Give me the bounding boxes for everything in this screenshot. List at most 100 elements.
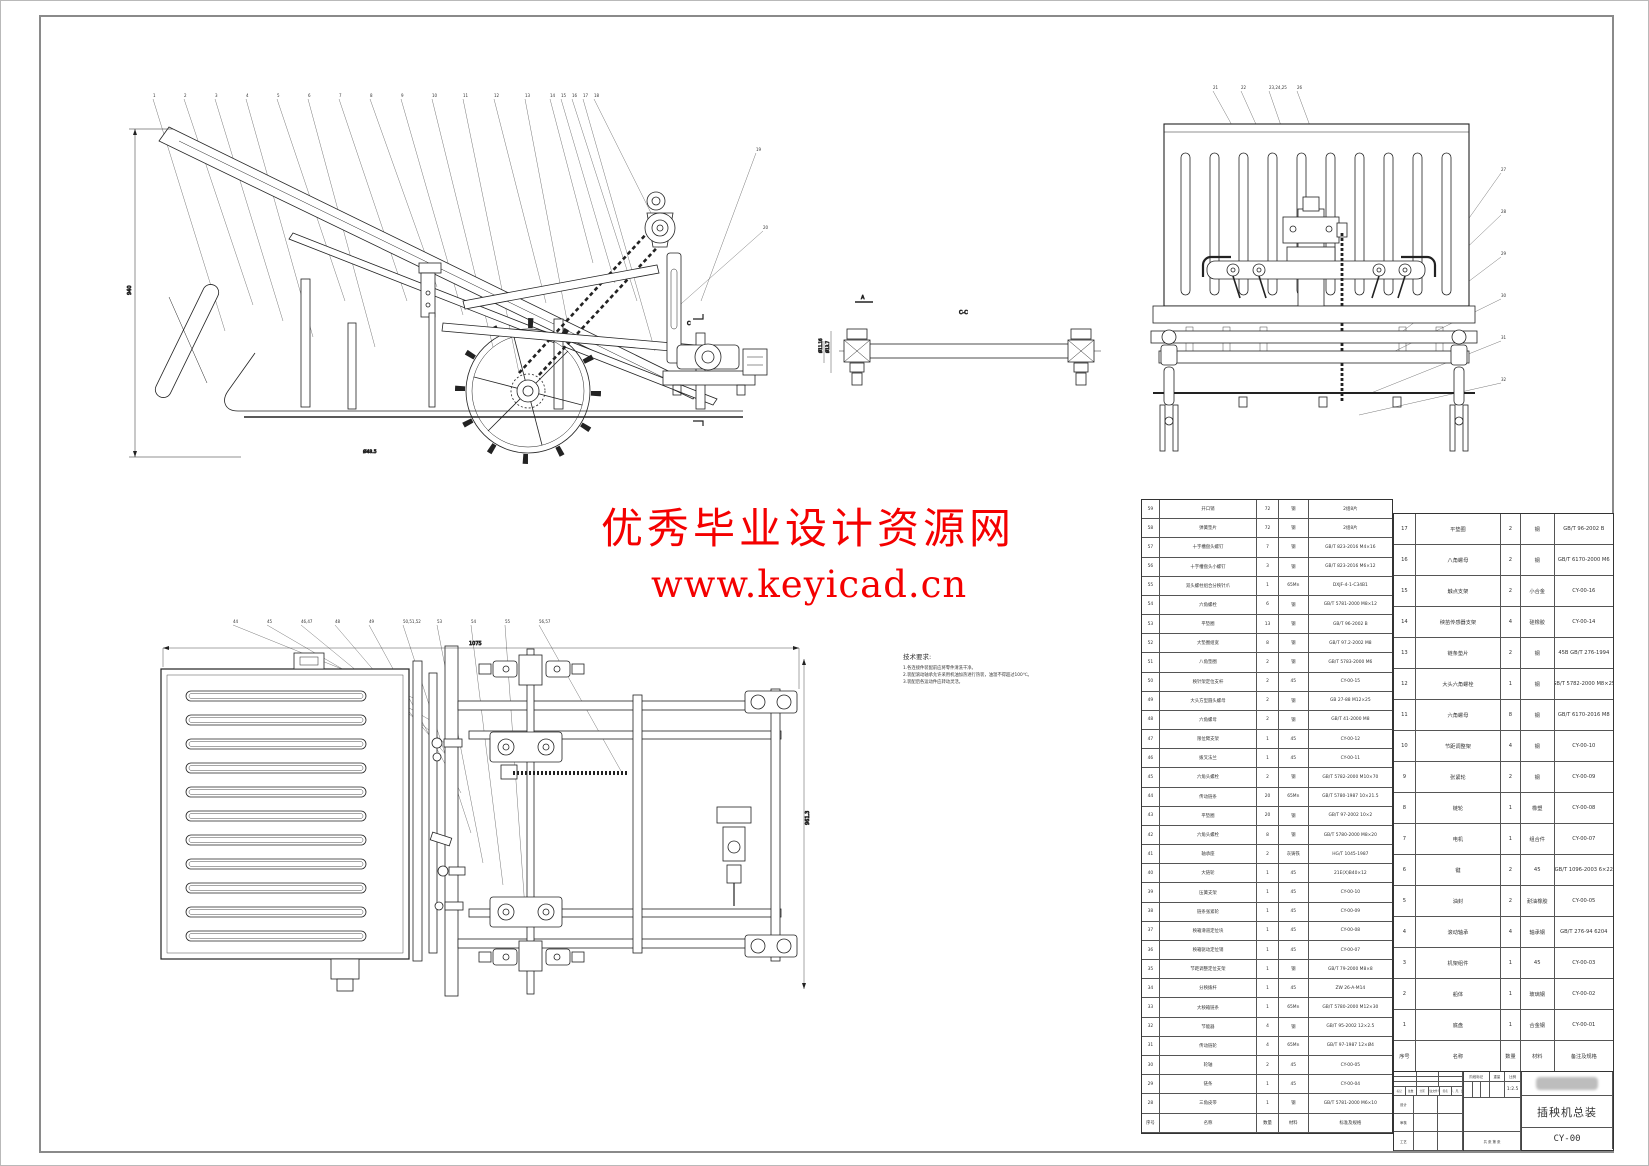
bom-cell: CY-00-01 — [1554, 1010, 1614, 1041]
bom-cell: 44 — [1142, 787, 1160, 807]
bom-cell: 序号 — [1394, 1041, 1416, 1072]
bom-cell: 14 — [1394, 607, 1416, 638]
bom-cell: GB/T 5782-2000 M8×25 — [1554, 669, 1614, 700]
bom-cell: 35 — [1142, 960, 1160, 980]
bom-cell: 机架组件 — [1415, 948, 1502, 979]
technical-note-item: 2.装配滚动轴承允许采用机油加热进行热装，油温不得超过100℃。 — [903, 673, 1032, 678]
bom-cell: 船体 — [1415, 979, 1502, 1010]
bom-cell: 秧苗传感器支架 — [1415, 607, 1502, 638]
svg-text:55: 55 — [505, 619, 511, 624]
bom-cell: 37 — [1142, 921, 1160, 941]
bom-cell: 4 — [1501, 917, 1521, 948]
bom-cell: 59 — [1142, 500, 1160, 520]
svg-text:15: 15 — [561, 93, 567, 98]
bom-cell: 45 — [1278, 672, 1309, 692]
svg-text:30: 30 — [1501, 293, 1507, 298]
bom-cell: 数量 — [1501, 1041, 1521, 1072]
svg-text:49: 49 — [369, 619, 375, 624]
bom-cell: 小合金 — [1520, 576, 1555, 607]
bom-cell: 灰铸铁 — [1278, 845, 1309, 865]
bom-cell: 钢 — [1278, 653, 1309, 673]
bom-cell: 六角头螺栓 — [1159, 825, 1258, 846]
bom-cell: GB/T 5782-2000 M10×70 — [1308, 768, 1392, 788]
svg-text:C: C — [687, 321, 691, 327]
bom-cell: 六角螺母 — [1415, 700, 1502, 731]
bom-cell: GB/T 97-1987 12×Ø4 — [1308, 1037, 1392, 1056]
bom-cell: 名称 — [1159, 1113, 1258, 1133]
scale-value: 1:2.5 — [1505, 1082, 1521, 1098]
bom-cell: 压簧支架 — [1159, 883, 1258, 903]
bom-cell: 底盘 — [1415, 1010, 1502, 1041]
bom-cell: 40 — [1142, 864, 1160, 884]
bom-cell: 钢 — [1278, 806, 1309, 826]
bom-cell: 45 — [1278, 1055, 1309, 1076]
bom-cell: 十字槽盘头小螺钉 — [1159, 557, 1258, 577]
bom-cell: 秧针架定位支杆 — [1159, 672, 1258, 692]
svg-text:4: 4 — [246, 93, 249, 98]
bom-cell: 开口销 — [1159, 500, 1258, 520]
logo-blob — [1536, 1077, 1598, 1090]
svg-text:22: 22 — [1241, 85, 1247, 90]
bom-cell: 1 — [1257, 921, 1279, 941]
bom-cell: 21E(X)B40×12 — [1308, 864, 1392, 884]
bom-cell: 玻璃钢 — [1520, 979, 1555, 1010]
bom-cell: GB/T 5780-2000 M12×30 — [1308, 998, 1392, 1018]
bom-cell: HG/T 1045-1987 — [1308, 845, 1392, 865]
bom-cell: GB/T 5780-2000 M8×20 — [1308, 826, 1392, 846]
bom-cell: 钢 — [1520, 669, 1555, 700]
bom-cell: 8 — [1257, 634, 1279, 654]
bom-cell: GB/T 96-2002 B — [1308, 615, 1392, 635]
bom-cell: 钢 — [1278, 538, 1309, 558]
bom-cell: GB/T 97-2002 10×2 — [1308, 807, 1392, 826]
bom-cell: 1 — [1257, 960, 1279, 980]
bom-cell: 备注及规格 — [1554, 1041, 1614, 1072]
bom-cell: 39 — [1142, 883, 1160, 903]
bom-cell: 32 — [1142, 1017, 1160, 1037]
bom-cell: 链轮 — [1415, 793, 1502, 824]
bom-cell: 16 — [1394, 545, 1416, 576]
bom-cell: 48 — [1142, 710, 1160, 731]
bom-cell: 1 — [1501, 1010, 1521, 1041]
bom-cell: 4 — [1501, 607, 1521, 638]
bom-cell: 33 — [1142, 998, 1160, 1018]
bom-cell: CY-00-11 — [1308, 749, 1392, 769]
bom-cell: 节距调整架 — [1415, 731, 1502, 762]
bom-cell: 2 — [1257, 672, 1279, 692]
svg-text:961.3: 961.3 — [805, 811, 811, 825]
bom-cell: 耐油橡胶 — [1520, 886, 1555, 917]
bom-cell: 52 — [1142, 634, 1160, 654]
bom-cell: GB/T 79-2000 M8×8 — [1308, 960, 1392, 980]
bom-cell: CY-00-08 — [1308, 922, 1392, 941]
bom-cell: 2 — [1501, 576, 1521, 607]
bom-cell: 六角螺栓 — [1159, 595, 1258, 616]
bom-cell: 9 — [1394, 762, 1416, 793]
bom-header-row: 序号名称数量材料标准及规格 — [1142, 1113, 1392, 1133]
bom-cell: 45 — [1278, 921, 1309, 941]
svg-text:20: 20 — [763, 225, 769, 230]
svg-text:28: 28 — [1501, 209, 1507, 214]
bom-cell: DXJF-4-1-C34B1 — [1308, 577, 1392, 596]
bom-cell: CY-00-02 — [1554, 979, 1614, 1010]
bom-cell: 65Mn — [1278, 1036, 1309, 1056]
bom-cell: GB/T 95-2002 12×2.5 — [1308, 1018, 1392, 1037]
svg-text:10: 10 — [432, 93, 438, 98]
bom-cell: 11 — [1394, 700, 1416, 731]
svg-text:54: 54 — [471, 619, 477, 624]
sign-label: 审核 — [1394, 1114, 1414, 1132]
bom-cell: 55 — [1142, 576, 1160, 596]
